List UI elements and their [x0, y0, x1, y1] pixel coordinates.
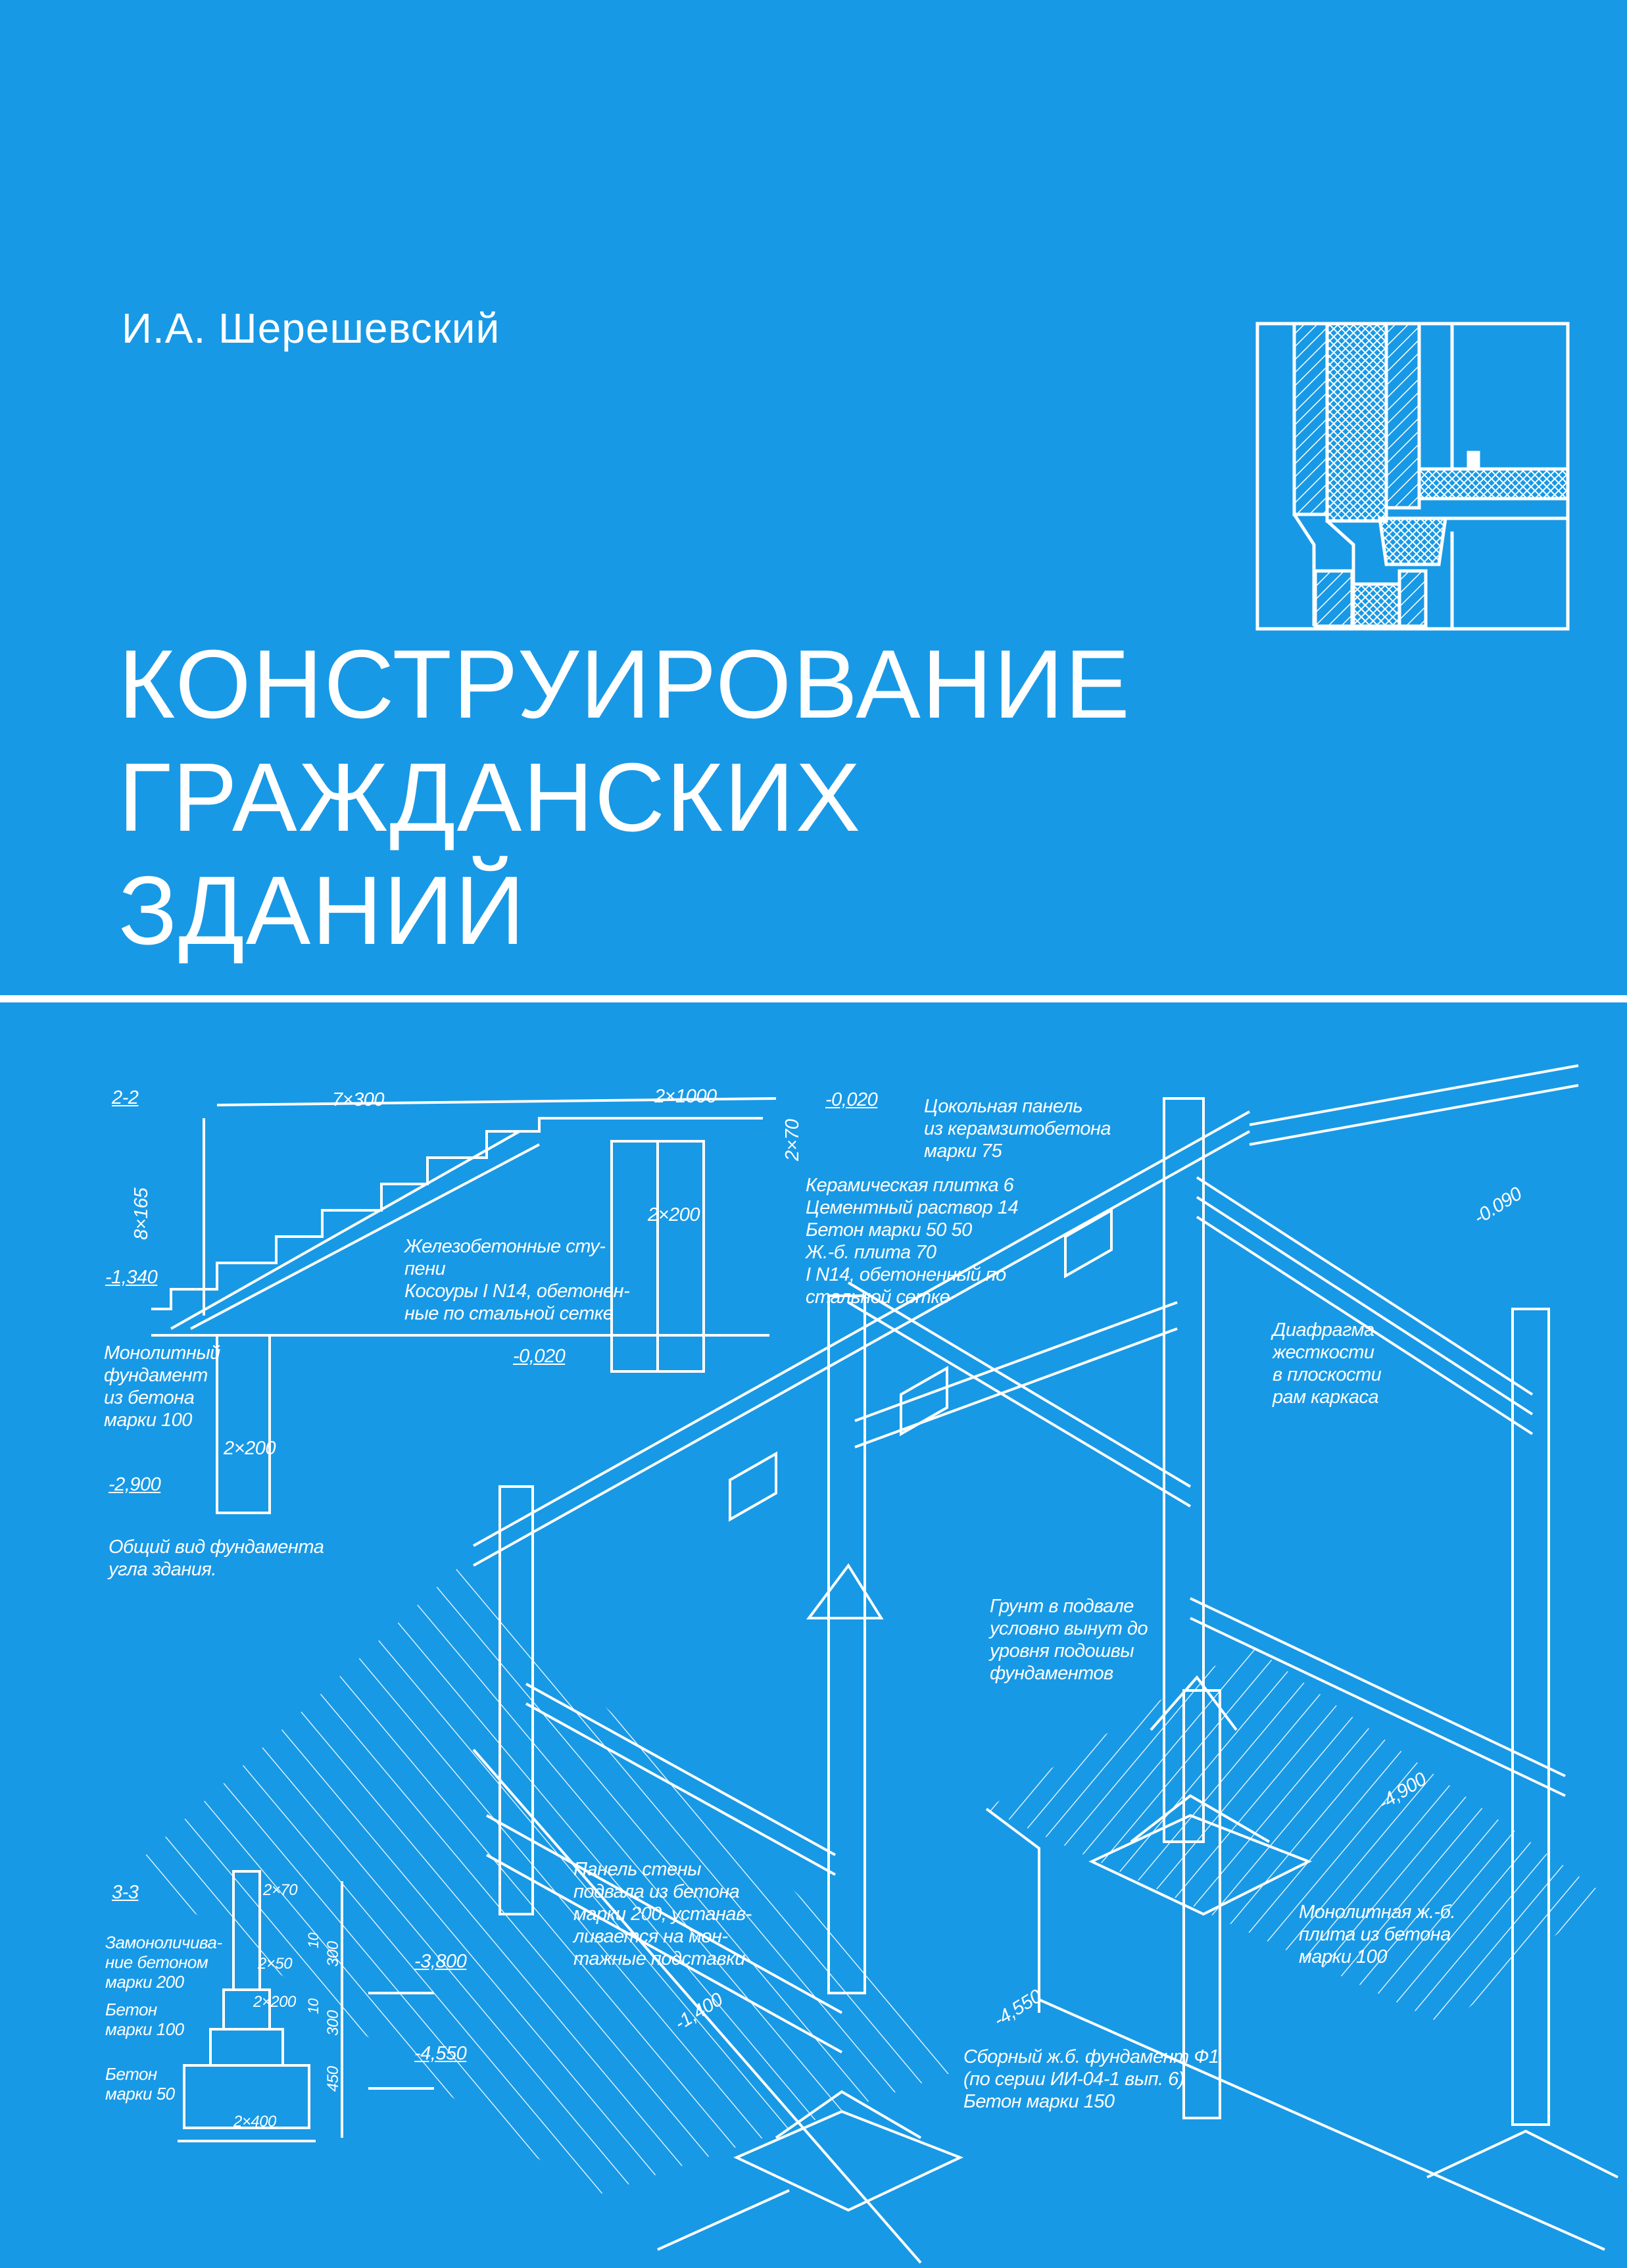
- note-line: подвала из бетона: [573, 1881, 740, 1902]
- level-b: -4,550: [414, 2043, 467, 2064]
- horizontal-divider: [0, 995, 1627, 1002]
- plinth-note: Цокольная панель из керамзитобетона марк…: [924, 1095, 1111, 1162]
- note-line: Сборный ж.б. фундамент Ф1: [963, 2046, 1219, 2067]
- author-name: И.А. Шерешевский: [122, 305, 500, 352]
- blueprint-drawing: [132, 1064, 1618, 2264]
- dim-g: 300: [324, 2010, 342, 2036]
- wall-panel-note: Панель стены подвала из бетона марки 200…: [573, 1858, 752, 1970]
- note-line: марки 200: [105, 1972, 184, 1992]
- caption-line: угла здания.: [109, 1559, 216, 1580]
- dim-foundation: 2×200: [224, 1438, 276, 1459]
- note-line: рам каркаса: [1273, 1387, 1379, 1408]
- note-line: ние бетоном: [105, 1952, 208, 1972]
- note-line: Диафрагма: [1273, 1319, 1374, 1341]
- dim-layers: 2×70: [782, 1119, 803, 1161]
- frame-beams: [473, 1064, 1579, 2054]
- book-title: КОНСТРУИРОВАНИЕ ГРАЖДАНСКИХ ЗДАНИЙ: [118, 628, 1131, 968]
- note-line: Ж.-б. плита 70: [806, 1242, 936, 1263]
- note-line: I N14, обетоненный по: [806, 1264, 1006, 1285]
- level-bottom: -1,340: [105, 1267, 158, 1288]
- note-line: марки 200, устанав-: [573, 1904, 752, 1925]
- note-line: пени: [404, 1258, 446, 1279]
- dim-i: 2×400: [233, 2113, 276, 2131]
- note-line: тажные подставки: [573, 1948, 745, 1969]
- level-top: -0,020: [825, 1089, 878, 1110]
- note-line: Замоноличива-: [105, 1933, 222, 1952]
- dim-e: 10: [305, 1998, 322, 2014]
- note-line: Монолитная ж.-б.: [1299, 1902, 1456, 1923]
- note-a: Замоноличива- ние бетоном марки 200: [105, 1933, 222, 1992]
- section-2-2-label: 2-2: [112, 1087, 139, 1108]
- note-line: Бетон: [105, 2064, 157, 2084]
- layers-note: Керамическая плитка 6 Цементный раствор …: [806, 1174, 1019, 1308]
- note-line: Железобетонные сту-: [404, 1236, 606, 1257]
- foundation-note: Монолитный фундамент из бетона марки 100: [104, 1342, 220, 1431]
- caption-line: Общий вид фундамента: [109, 1537, 324, 1558]
- level-entry: -0,020: [513, 1346, 566, 1367]
- note-line: ные по стальной сетке: [404, 1303, 614, 1324]
- note-line: ливается на мон-: [573, 1926, 728, 1947]
- level-a: -3,800: [414, 1951, 467, 1972]
- note-c: Бетон марки 50: [105, 2064, 175, 2104]
- foundation-section-3-3: [178, 1870, 434, 2142]
- dim-landing: 2×1000: [654, 1086, 717, 1107]
- note-line: условно вынут до: [990, 1618, 1148, 1639]
- note-line: Цементный раствор 14: [806, 1197, 1019, 1218]
- dim-a: 2×70: [263, 1881, 298, 1899]
- title-line-1: КОНСТРУИРОВАНИЕ: [118, 630, 1131, 739]
- note-line: Бетон: [105, 2000, 157, 2019]
- dim-f: 2×200: [253, 1993, 296, 2011]
- note-line: из керамзитобетона: [924, 1118, 1111, 1139]
- note-b: Бетон марки 100: [105, 2000, 184, 2039]
- ground-hatch-left: [132, 1565, 973, 2197]
- note-line: марки 100: [1299, 1946, 1387, 1967]
- note-line: марки 50: [105, 2084, 175, 2104]
- note-line: (по серии ИИ-04-1 вып. 6): [963, 2069, 1184, 2090]
- note-line: марки 100: [105, 2019, 184, 2039]
- note-line: фундаментов: [990, 1663, 1113, 1684]
- title-line-2: ГРАЖДАНСКИХ: [118, 743, 862, 852]
- title-line-3: ЗДАНИЙ: [118, 856, 526, 965]
- note-line: Керамическая плитка 6: [806, 1175, 1014, 1196]
- note-line: Бетон марки 150: [963, 2091, 1115, 2112]
- soil-note: Грунт в подвале условно вынут до уровня …: [990, 1595, 1148, 1685]
- dim-b: 10: [305, 1933, 322, 1948]
- section-3-3-label: 3-3: [112, 1882, 139, 1903]
- note-line: Косоуры I N14, обетонен-: [404, 1281, 630, 1302]
- note-line: уровня подошвы: [990, 1640, 1134, 1662]
- note-line: Монолитный: [104, 1343, 220, 1364]
- steps-note: Железобетонные сту- пени Косоуры I N14, …: [404, 1235, 630, 1325]
- note-line: жесткости: [1273, 1342, 1374, 1363]
- note-line: в плоскости: [1273, 1364, 1382, 1385]
- note-line: Бетон марки 50 50: [806, 1220, 972, 1241]
- dim-wall: 2×200: [648, 1204, 700, 1225]
- dim-rise: 8×165: [131, 1188, 152, 1240]
- note-line: марки 75: [924, 1141, 1002, 1162]
- diaphragm-note: Диафрагма жесткости в плоскости рам карк…: [1273, 1319, 1382, 1408]
- ground-hatch-right: [986, 1644, 1605, 2026]
- note-line: плита из бетона: [1299, 1924, 1451, 1945]
- note-line: Грунт в подвале: [990, 1596, 1134, 1617]
- dim-c: 2×50: [258, 1955, 293, 1973]
- slab-note: Монолитная ж.-б. плита из бетона марки 1…: [1299, 1901, 1456, 1968]
- stair-section-2-2: [151, 1097, 777, 1514]
- note-line: из бетона: [104, 1387, 195, 1408]
- level-foundation: -2,900: [109, 1474, 161, 1495]
- note-line: марки 100: [104, 1410, 192, 1431]
- foundation-caption: Общий вид фундамента угла здания.: [109, 1536, 324, 1581]
- dim-steps: 7×300: [332, 1089, 384, 1110]
- note-line: Панель стены: [573, 1859, 702, 1880]
- dim-h: 450: [324, 2066, 342, 2092]
- footing-note: Сборный ж.б. фундамент Ф1 (по серии ИИ-0…: [963, 2046, 1219, 2113]
- dim-d: 300: [324, 1941, 342, 1967]
- note-line: стальной сетке: [806, 1287, 950, 1308]
- wall-joint-detail-illustration: [1255, 322, 1570, 631]
- note-line: Цокольная панель: [924, 1096, 1083, 1117]
- note-line: фундамент: [104, 1365, 208, 1386]
